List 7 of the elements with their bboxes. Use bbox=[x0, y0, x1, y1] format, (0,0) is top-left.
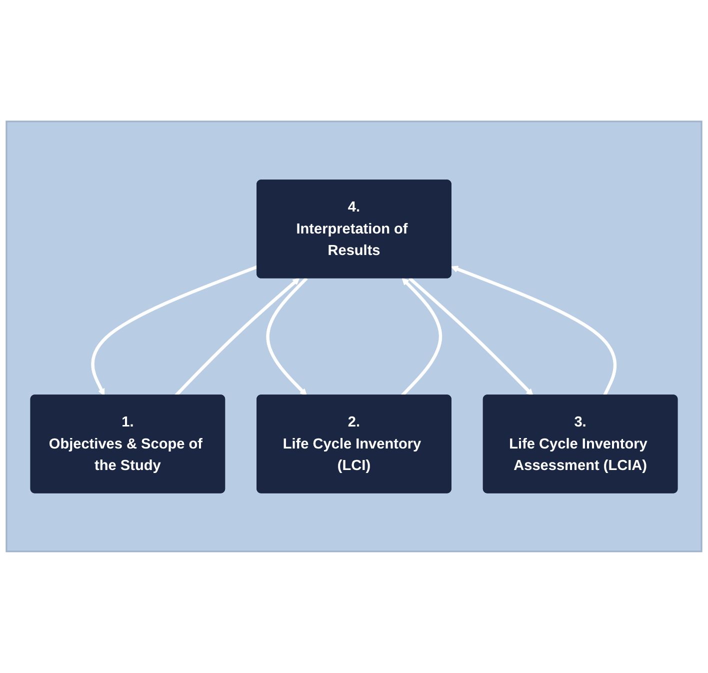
arrow bbox=[174, 278, 300, 397]
arrow bbox=[408, 277, 534, 396]
arrow bbox=[266, 277, 308, 396]
arrow bbox=[451, 266, 617, 396]
arrow bbox=[401, 278, 442, 397]
cluster bbox=[6, 120, 702, 552]
arrow bbox=[91, 265, 258, 396]
